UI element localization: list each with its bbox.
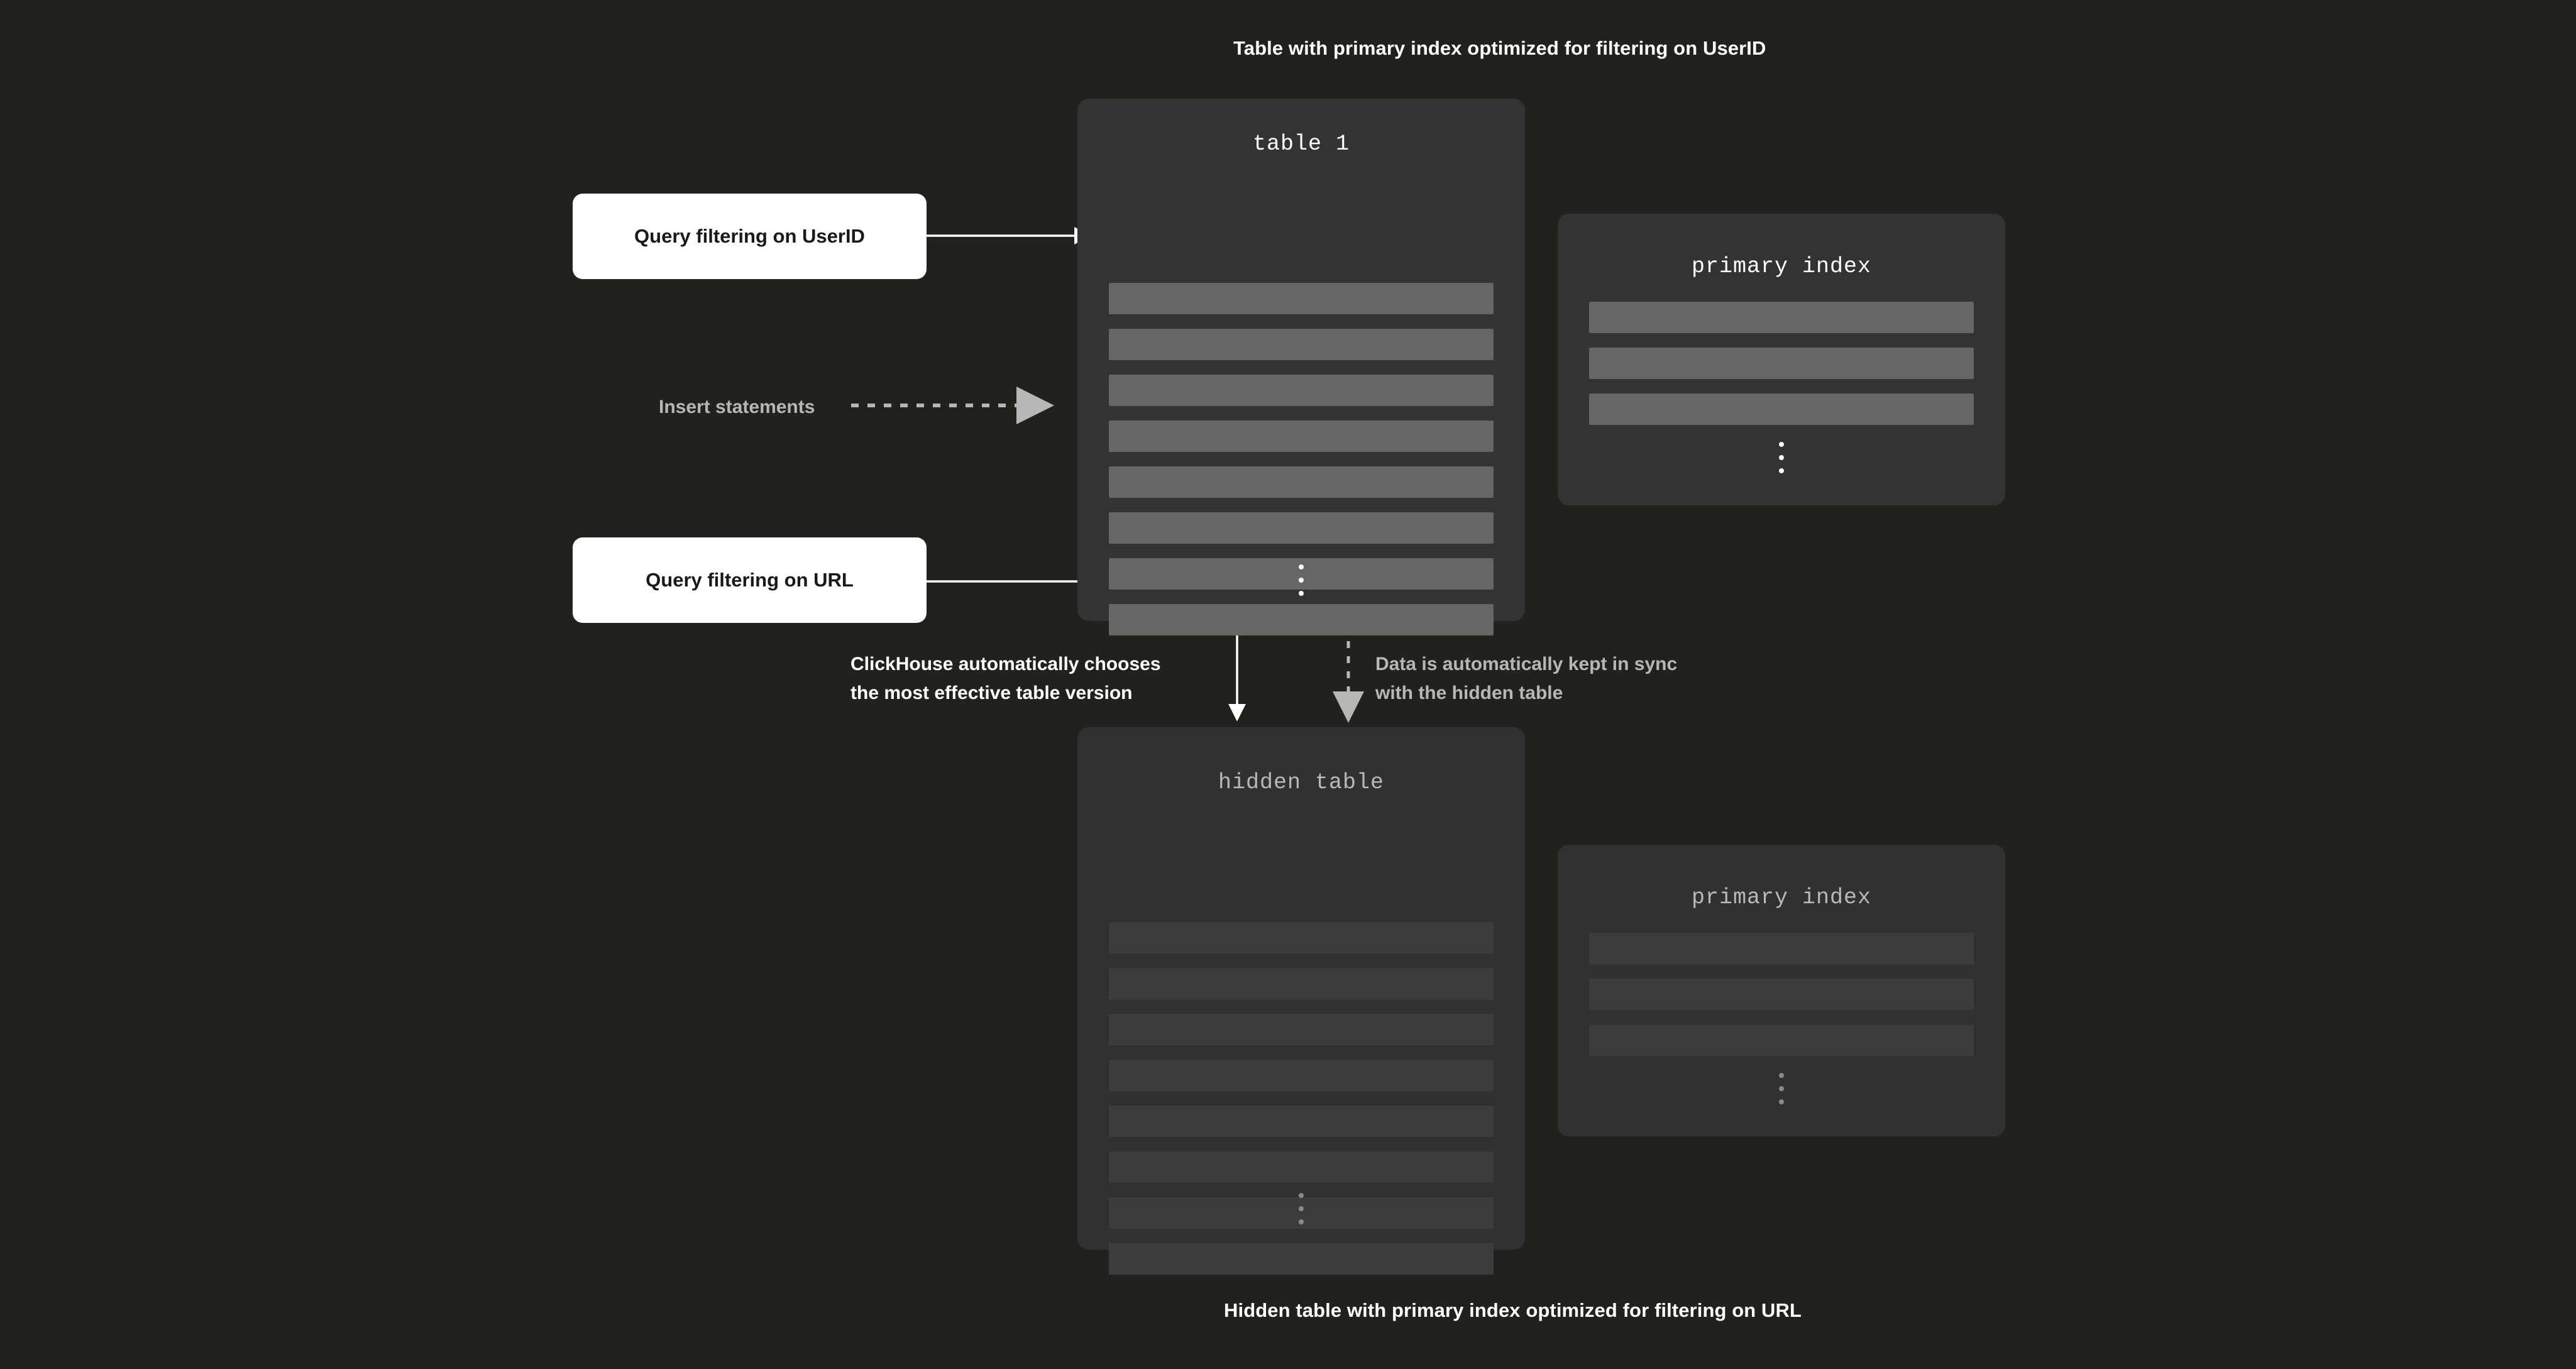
annotation-data-sync: Data is automatically kept in sync with … — [1375, 654, 1678, 703]
panel-table-1-title: table 1 — [1252, 131, 1350, 157]
panel-hidden-table: hidden table — [1077, 727, 1525, 1275]
table-row — [1109, 604, 1494, 635]
table-row — [1109, 375, 1494, 406]
top-caption: Table with primary index optimized for f… — [1233, 37, 1766, 59]
index-row — [1589, 348, 1974, 379]
callout-query-filtering-url[interactable]: Query filtering on URL — [573, 537, 927, 623]
primary-index-top-ellipsis-icon — [1779, 442, 1784, 473]
index-row — [1589, 302, 1974, 333]
table-row — [1109, 968, 1494, 999]
table-row — [1109, 329, 1494, 360]
panel-table-1-rows — [1077, 283, 1525, 650]
table-row — [1109, 283, 1494, 314]
table-row — [1109, 1243, 1494, 1275]
index-row — [1589, 933, 1974, 964]
annotation-insert-statements: Insert statements — [659, 397, 815, 417]
table-row — [1109, 1060, 1494, 1091]
table-row — [1109, 421, 1494, 452]
panel-primary-index-top-title: primary index — [1691, 254, 1872, 279]
primary-index-bottom-ellipsis-icon — [1779, 1073, 1784, 1104]
table-row — [1109, 1106, 1494, 1137]
table-row — [1109, 1014, 1494, 1045]
index-row — [1589, 393, 1974, 425]
callout-query-filtering-userid[interactable]: Query filtering on UserID — [573, 194, 927, 279]
index-row — [1589, 979, 1974, 1010]
panel-primary-index-bottom-rows — [1558, 933, 2005, 1070]
hidden-table-ellipsis-icon — [1299, 1193, 1304, 1224]
table-row — [1109, 1152, 1494, 1183]
bottom-caption: Hidden table with primary index optimize… — [1224, 1299, 1802, 1321]
panel-primary-index-top-rows — [1558, 302, 2005, 439]
panel-table-1: table 1 — [1077, 99, 1525, 635]
table-row — [1109, 512, 1494, 544]
panel-hidden-table-rows — [1077, 922, 1525, 1289]
panel-hidden-table-title: hidden table — [1218, 770, 1385, 795]
table-1-ellipsis-icon — [1299, 564, 1304, 596]
index-row — [1589, 1025, 1974, 1056]
annotation-clickhouse-chooses: ClickHouse automatically chooses the mos… — [850, 654, 1161, 703]
table-row — [1109, 558, 1494, 590]
table-row — [1109, 922, 1494, 954]
panel-primary-index-bottom-title: primary index — [1691, 885, 1872, 910]
table-row — [1109, 466, 1494, 498]
